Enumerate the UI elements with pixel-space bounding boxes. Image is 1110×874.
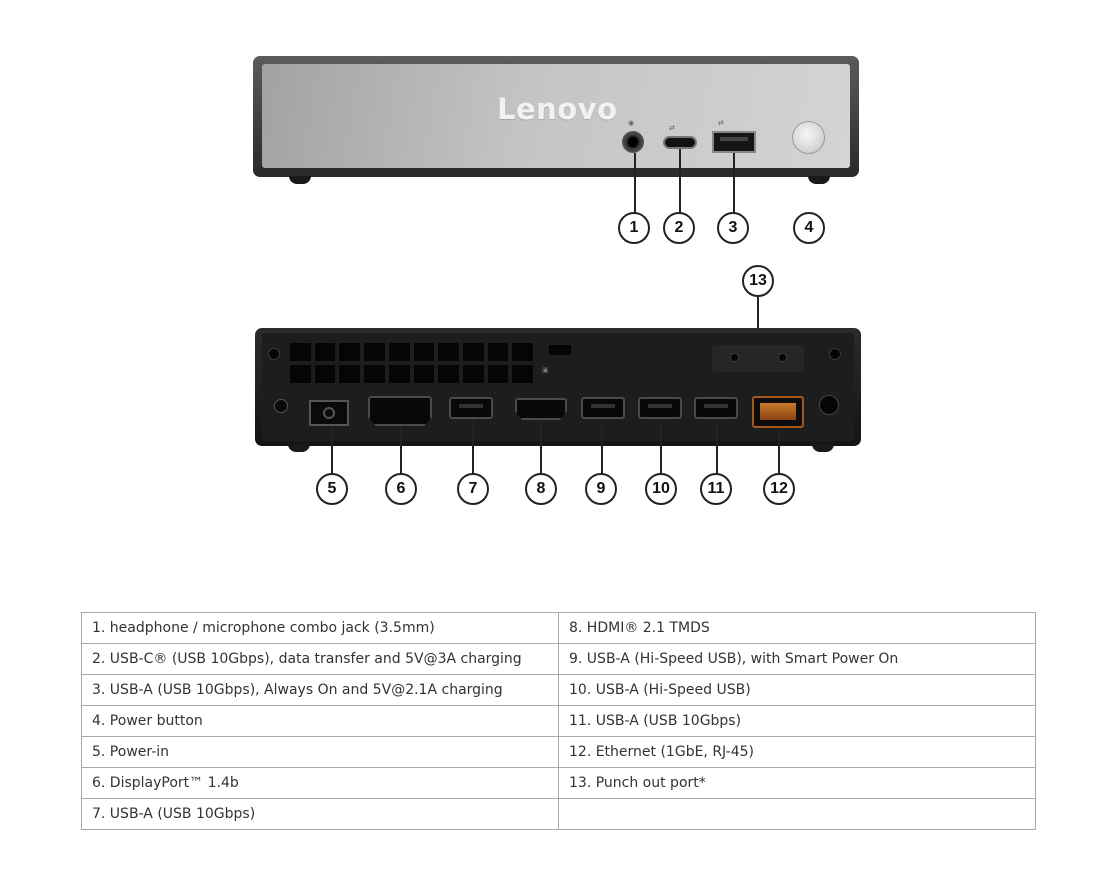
table-cell: 7. USB-A (USB 10Gbps) (81, 798, 559, 830)
table-row: 6. DisplayPort™ 1.4b 13. Punch out port* (81, 767, 1036, 799)
table-cell: 13. Punch out port* (558, 767, 1036, 799)
leader-line (540, 420, 542, 474)
table-cell: 9. USB-A (Hi-Speed USB), with Smart Powe… (558, 643, 1036, 675)
hdmi-port (515, 398, 567, 420)
network-icon: ▣ (542, 366, 549, 374)
callout-13: 13 (742, 265, 774, 297)
chassis-foot (289, 176, 311, 184)
table-row: 4. Power button 11. USB-A (USB 10Gbps) (81, 705, 1036, 737)
leader-line (601, 419, 603, 474)
callout-12: 12 (763, 473, 795, 505)
leader-line (660, 419, 662, 474)
screw (778, 353, 787, 362)
displayport-port (368, 396, 432, 426)
table-cell: 10. USB-A (Hi-Speed USB) (558, 674, 1036, 706)
power-in-port (309, 400, 349, 426)
antenna-connector (819, 395, 839, 415)
table-row: 3. USB-A (USB 10Gbps), Always On and 5V@… (81, 674, 1036, 706)
callout-8: 8 (525, 473, 557, 505)
callout-4: 4 (793, 212, 825, 244)
table-cell: 2. USB-C® (USB 10Gbps), data transfer an… (81, 643, 559, 675)
chassis-foot (288, 444, 310, 452)
callout-1: 1 (618, 212, 650, 244)
leader-line (778, 428, 780, 474)
leader-line (331, 426, 333, 474)
chassis-foot (808, 176, 830, 184)
table-cell: 4. Power button (81, 705, 559, 737)
leader-line (733, 153, 735, 213)
callout-7: 7 (457, 473, 489, 505)
leader-line (679, 149, 681, 213)
security-slot (274, 399, 288, 413)
table-row: 7. USB-A (USB 10Gbps) (81, 798, 1036, 830)
usb-a-port-7 (449, 397, 493, 419)
table-row: 1. headphone / microphone combo jack (3.… (81, 612, 1036, 644)
table-cell: 3. USB-A (USB 10Gbps), Always On and 5V@… (81, 674, 559, 706)
table-row: 2. USB-C® (USB 10Gbps), data transfer an… (81, 643, 1036, 675)
leader-line (634, 153, 636, 213)
lock-slot (549, 345, 571, 355)
vent-grille (290, 343, 533, 383)
screw (829, 348, 841, 360)
ports-table: 1. headphone / microphone combo jack (3.… (81, 612, 1036, 830)
table-cell: 8. HDMI® 2.1 TMDS (558, 612, 1036, 644)
chassis-foot (812, 444, 834, 452)
usb-a-port-9 (581, 397, 625, 419)
table-cell: 11. USB-A (USB 10Gbps) (558, 705, 1036, 737)
screw (730, 353, 739, 362)
table-row: 5. Power-in 12. Ethernet (1GbE, RJ-45) (81, 736, 1036, 768)
usb-symbol-icon: ⇄ (669, 124, 675, 132)
leader-line (716, 419, 718, 474)
usb-c-port (663, 136, 697, 149)
callout-9: 9 (585, 473, 617, 505)
callout-6: 6 (385, 473, 417, 505)
callout-3: 3 (717, 212, 749, 244)
table-cell: 1. headphone / microphone combo jack (3.… (81, 612, 559, 644)
table-cell: 6. DisplayPort™ 1.4b (81, 767, 559, 799)
callout-2: 2 (663, 212, 695, 244)
punch-out-cover (712, 345, 804, 372)
leader-line (472, 419, 474, 474)
screw (268, 348, 280, 360)
usb-a-port-10 (638, 397, 682, 419)
callout-11: 11 (700, 473, 732, 505)
table-cell: 12. Ethernet (1GbE, RJ-45) (558, 736, 1036, 768)
usb-symbol-icon: ⇄ (718, 119, 724, 127)
usb-a-port-front (712, 131, 756, 153)
callout-10: 10 (645, 473, 677, 505)
table-cell (558, 798, 1036, 830)
table-cell: 5. Power-in (81, 736, 559, 768)
brand-logo: Lenovo (497, 92, 618, 126)
usb-a-port-11 (694, 397, 738, 419)
headset-icon: ◉ (628, 119, 635, 127)
power-button (792, 121, 825, 154)
callout-5: 5 (316, 473, 348, 505)
headphone-jack (622, 131, 644, 153)
ethernet-port (752, 396, 804, 428)
leader-line (400, 426, 402, 474)
